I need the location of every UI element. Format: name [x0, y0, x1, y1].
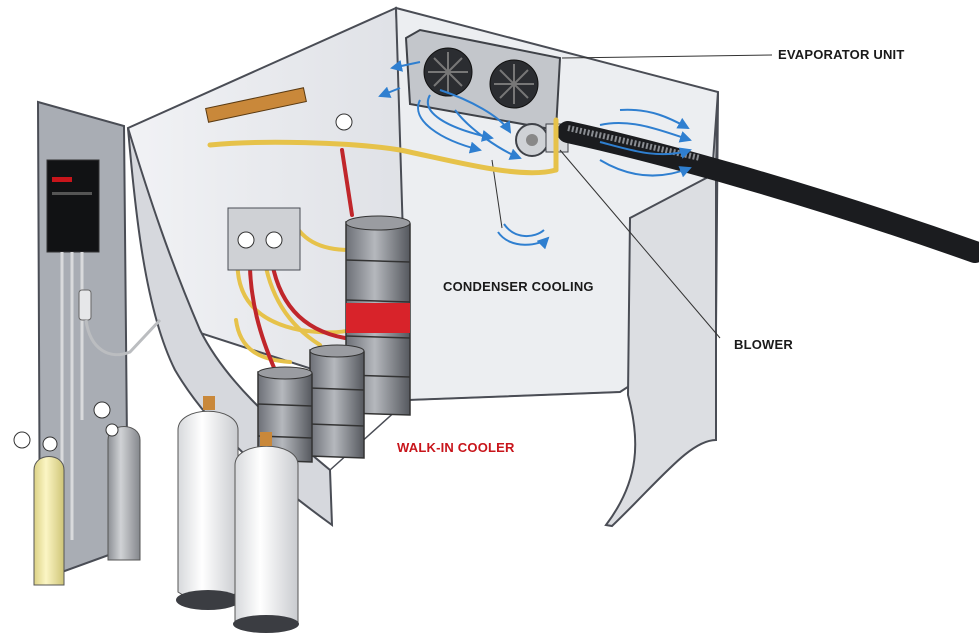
air-flow-icon [378, 60, 692, 178]
keg-icon [257, 215, 411, 463]
label-evaporator-unit: EVAPORATOR UNIT [778, 47, 905, 62]
evaporator-unit [404, 28, 562, 132]
label-condenser-cooling: CONDENSER COOLING [443, 279, 594, 294]
gas-cylinder-icon [13, 396, 299, 633]
label-walk-in-cooler: WALK-IN COOLER [397, 440, 515, 455]
controller-display [46, 159, 100, 253]
regulator-gauge-icon [205, 87, 353, 271]
label-blower: BLOWER [734, 337, 793, 352]
condenser-cooling-icon [497, 223, 550, 250]
